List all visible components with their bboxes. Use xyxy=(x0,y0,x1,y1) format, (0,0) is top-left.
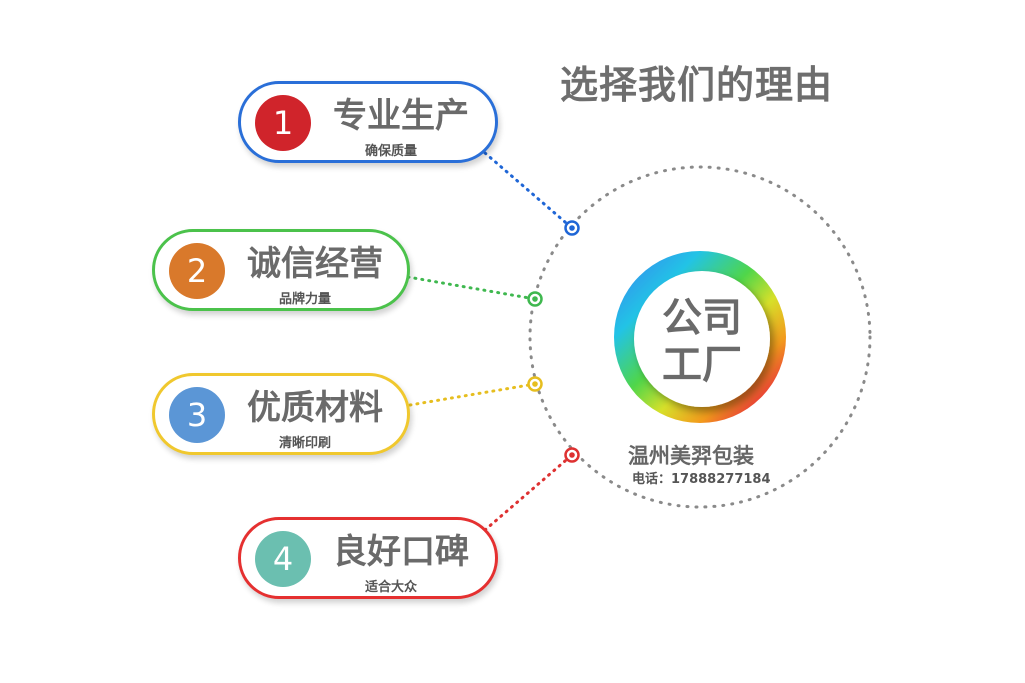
company-name: 温州美羿包装 xyxy=(628,444,754,468)
center-label-line1: 公司 xyxy=(662,295,742,341)
reason-subtitle-1: 确保质量 xyxy=(365,144,418,159)
outer-dotted-circle xyxy=(528,165,872,509)
reason-card-3: 3 优质材料 清晰印刷 xyxy=(152,373,410,455)
reason-subtitle-4: 适合大众 xyxy=(365,580,418,595)
reason-card-4: 4 良好口碑 适合大众 xyxy=(238,517,498,599)
connector-line-4 xyxy=(483,453,574,532)
connector-node-1 xyxy=(564,220,580,236)
center-label-line2: 工厂 xyxy=(662,342,742,388)
reason-heading-1: 专业生产 xyxy=(333,96,469,136)
number-badge-2: 2 xyxy=(169,243,225,299)
connector-node-4 xyxy=(564,447,580,463)
page-title: 选择我们的理由 xyxy=(560,63,834,107)
reason-heading-3: 优质材料 xyxy=(247,388,383,428)
reason-heading-2: 诚信经营 xyxy=(247,244,383,284)
reason-card-2: 2 诚信经营 品牌力量 xyxy=(152,229,410,311)
company-phone: 电话：17888277184 xyxy=(632,472,771,487)
connector-line-3 xyxy=(408,382,537,407)
center-inner-disc xyxy=(634,271,770,407)
reason-heading-4: 良好口碑 xyxy=(333,532,469,572)
connector-line-1 xyxy=(483,151,574,230)
connector-node-3 xyxy=(527,376,543,392)
reason-subtitle-2: 品牌力量 xyxy=(279,292,332,307)
number-badge-4: 4 xyxy=(255,531,311,587)
connector-line-2 xyxy=(406,275,537,301)
connector-node-2 xyxy=(527,291,543,307)
reason-card-1: 1 专业生产 确保质量 xyxy=(238,81,498,163)
number-badge-1: 1 xyxy=(255,95,311,151)
number-badge-3: 3 xyxy=(169,387,225,443)
reason-subtitle-3: 清晰印刷 xyxy=(279,436,332,451)
